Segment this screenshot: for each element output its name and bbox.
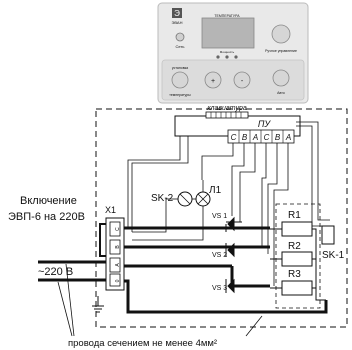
pu-pin-3: А [252,133,258,142]
lamp-l1 [195,191,211,207]
pu-pin-4: С [264,133,270,142]
control-wires [127,121,330,286]
power-level-indicators [216,55,238,59]
l1-label: Л1 [209,185,222,196]
brand-logo: Э [172,8,182,18]
power-leads [38,226,328,314]
x1-pin-a: A [115,263,121,267]
auto-label: Авто [277,91,285,95]
set-label: установка [172,66,188,70]
power-levels-label: Мощность [220,50,235,54]
vs3-label: VS 3 [212,285,227,292]
pu-label: ПУ [258,119,272,129]
minus-label: - [241,78,244,85]
pu-pin-6: А [285,133,291,142]
ground-symbol [92,296,104,313]
manual-control-button[interactable] [271,24,291,44]
keyboard-connector [205,111,249,119]
power-label: Сеть [176,44,185,49]
x1-pin-b: B [115,245,121,249]
x1-jumper [99,223,106,257]
pu-pin-5: В [275,133,281,142]
auto-button[interactable] [272,69,290,87]
plus-label: + [211,78,215,85]
resistor-r2 [281,251,313,267]
power-button[interactable] [175,32,185,42]
x1-pin-0: 0 [115,279,121,282]
sk2-sensor [172,191,193,207]
temperature-label: температуры [169,93,191,97]
r1-label: R1 [288,210,301,221]
set-temperature-button[interactable] [171,71,189,89]
brand-label: ЭВАН [172,20,183,25]
note-pointers [57,263,263,337]
manual-control-label: Ручное управление [265,49,297,53]
sk1-sensor [321,225,335,245]
control-panel: Э ЭВАН Сеть ТЕМПЕРАТУРА Мощность Ручное … [157,2,309,104]
sk1-label: SK-1 [322,250,345,261]
pu-pin-2: В [242,133,248,142]
resistor-wires [270,228,326,301]
switch-on-line1: Включение [20,195,77,207]
vs2-label: VS 2 [212,252,227,259]
switch-on-line2: ЭВП-6 на 220В [8,211,85,223]
heater-block [275,203,321,309]
resistor-r1 [281,221,313,237]
display-caption: ТЕМПЕРАТУРА [214,14,240,18]
x1-label: X1 [105,205,116,215]
sk2-lamp-wires [132,180,204,241]
vs1-label: VS 1 [212,213,227,220]
r2-label: R2 [288,241,301,252]
r3-label: R3 [288,269,301,280]
temperature-display [201,17,255,49]
terminal-block-x1: C B A 0 [105,217,125,291]
svg-text:Э: Э [174,9,180,18]
sk2-label: SK-2 [151,193,174,204]
resistor-r3 [281,280,313,296]
plus-button[interactable] [204,71,222,89]
voltage-label: ~220 В [38,266,73,278]
thyristor-section [225,216,270,294]
pu-block: клавиатура ПУ С В А С В А [174,105,301,144]
wires-note: провода сечением не менее 4мм² [68,338,217,349]
minus-button[interactable] [233,71,251,89]
keyboard-label: клавиатура [207,105,247,112]
housing-outline [95,108,348,328]
pu-pin-1: С [231,133,237,142]
x1-pin-c: C [115,227,121,231]
